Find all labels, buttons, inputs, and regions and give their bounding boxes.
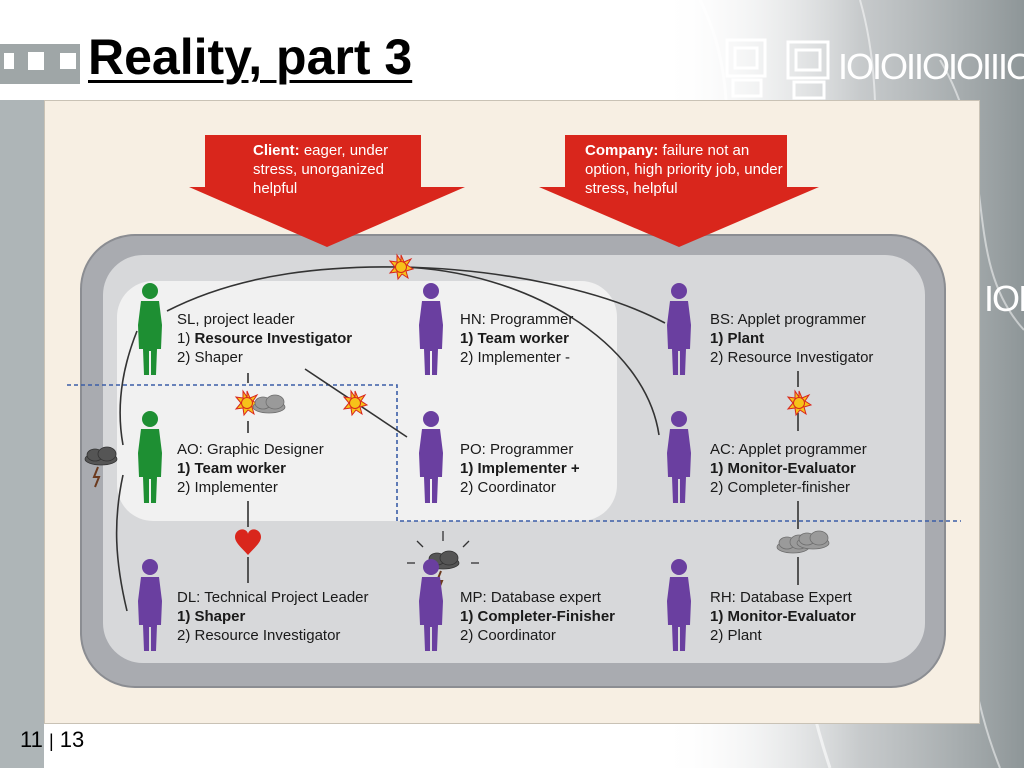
person-role-2: 2) Implementer <box>177 479 278 496</box>
person-label-ac: AC: Applet programmer 1) Monitor-Evaluat… <box>710 440 867 497</box>
person-label-rh: RH: Database Expert 1) Monitor-Evaluator… <box>710 588 856 645</box>
company-description: Company: failure not an option, high pri… <box>585 141 785 198</box>
slide-title: Reality, part 3 <box>88 29 413 85</box>
person-role-1: 1) Shaper <box>177 608 246 625</box>
person-title: AC: Applet programmer <box>710 441 867 458</box>
person-label-ao: AO: Graphic Designer 1) Team worker 2) I… <box>177 440 324 497</box>
client-label: Client: <box>253 142 300 159</box>
person-title: BS: Applet programmer <box>710 311 866 328</box>
company-label: Company: <box>585 142 659 159</box>
person-title: AO: Graphic Designer <box>177 441 324 458</box>
person-label-sl: SL, project leader 1) Resource Investiga… <box>177 310 352 367</box>
person-role-1: 1) Implementer + <box>460 460 580 477</box>
person-role-1: 1) Plant <box>710 330 765 347</box>
client-description: Client: eager, under stress, unorganized… <box>253 141 423 198</box>
page-separator: | <box>48 731 54 751</box>
page-current: 11 <box>20 727 43 752</box>
person-role-1: 1) Completer-Finisher <box>460 608 616 625</box>
person-role-2: 2) Resource Investigator <box>177 627 341 644</box>
dotted-boundary-line <box>67 384 961 522</box>
person-role-2: 2) Coordinator <box>460 627 556 644</box>
page-number: 11 | 13 <box>20 727 84 753</box>
person-label-dl: DL: Technical Project Leader 1) Shaper 2… <box>177 588 369 645</box>
client-side-panel <box>117 281 617 521</box>
relation-lines <box>115 266 799 612</box>
person-role-2: 2) Shaper <box>177 349 243 366</box>
heart-icon <box>235 529 261 555</box>
person-label-po: PO: Programmer 1) Implementer + 2) Coord… <box>460 440 580 497</box>
client-down-arrow-icon <box>189 135 465 247</box>
client-text: eager, under stress, unorganized helpful <box>253 142 389 197</box>
computer-icon <box>725 38 830 100</box>
person-role-2: 2) Completer-finisher <box>710 479 851 496</box>
person-role-1: 1) Monitor-Evaluator <box>710 608 856 625</box>
person-title: RH: Database Expert <box>710 589 852 606</box>
person-role-2: 2) Resource Investigator <box>710 349 874 366</box>
page-total: 13 <box>59 727 85 752</box>
person-role-1: 1) Team worker <box>177 460 286 477</box>
person-role-1: 1) Resource Investigator <box>177 330 353 347</box>
binary-decoration-text-2: IOIO <box>984 278 1024 319</box>
person-role-2: 2) Coordinator <box>460 479 556 496</box>
diagram-canvas <box>67 135 961 688</box>
person-label-mp: MP: Database expert 1) Completer-Finishe… <box>460 588 615 645</box>
person-title: PO: Programmer <box>460 441 574 458</box>
company-text: failure not an option, high priority job… <box>585 142 783 197</box>
person-role-1: 1) Monitor-Evaluator <box>710 460 856 477</box>
person-title: SL, project leader <box>177 311 295 328</box>
person-title: DL: Technical Project Leader <box>177 589 369 606</box>
person-title: MP: Database expert <box>460 589 601 606</box>
company-down-arrow-icon <box>539 135 819 247</box>
person-label-hn: HN: Programmer 1) Team worker 2) Impleme… <box>460 310 573 367</box>
person-label-bs: BS: Applet programmer 1) Plant 2) Resour… <box>710 310 873 367</box>
storm-cloud-icon <box>84 446 118 488</box>
team-roles-diagram: Client: eager, under stress, unorganized… <box>44 100 980 724</box>
person-role-1: 1) Team worker <box>460 330 569 347</box>
person-role-2: 2) Implementer - <box>460 349 571 366</box>
person-role-2: 2) Plant <box>710 627 762 644</box>
person-title: HN: Programmer <box>460 311 574 328</box>
